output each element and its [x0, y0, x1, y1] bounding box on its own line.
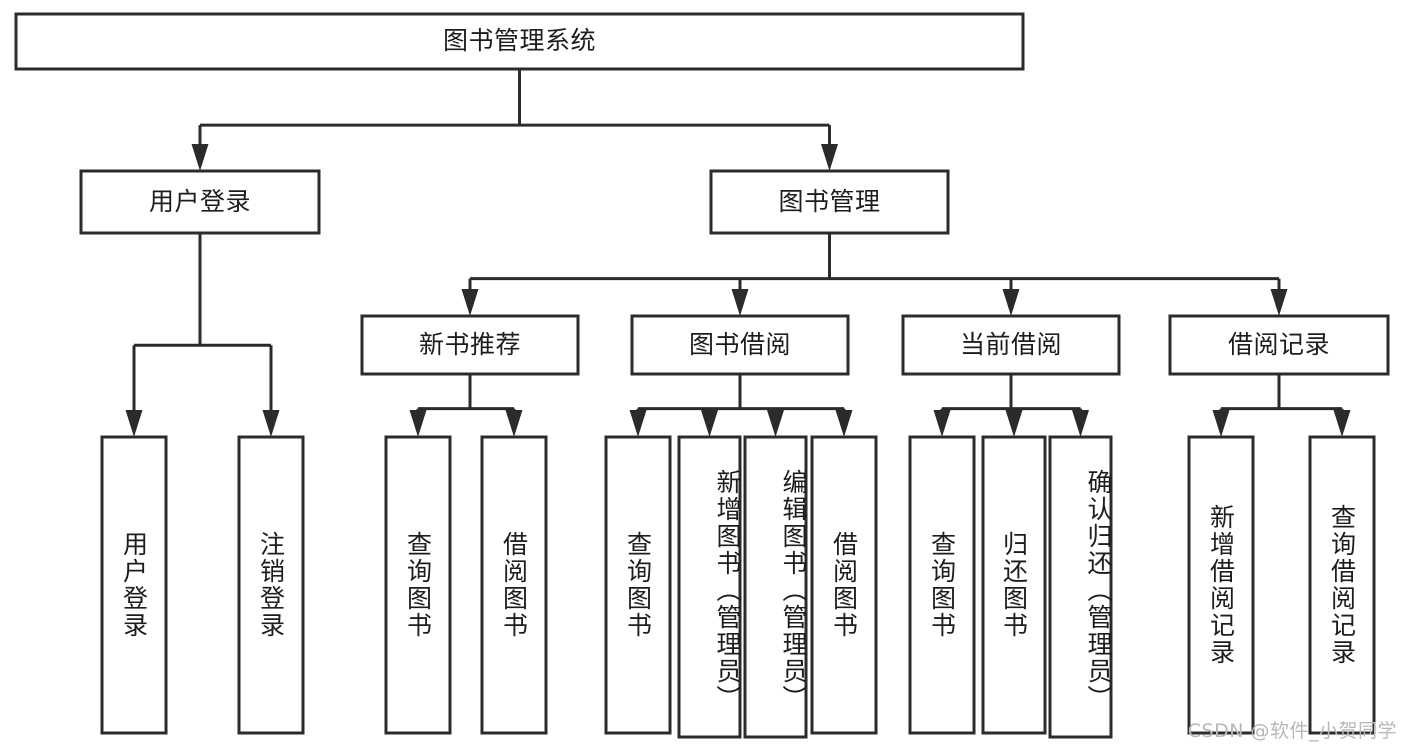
node-box-current-borrow[interactable]	[901, 314, 1121, 376]
arrowhead-icon-leaf-user-login	[125, 410, 143, 437]
node-box-leaf-add-record[interactable]	[1187, 435, 1255, 735]
arrowhead-icon-leaf-query-book	[629, 410, 647, 437]
arrowhead-icon-leaf-borrow-book-rec	[505, 410, 523, 437]
arrowhead-icon-leaf-return-book	[1005, 410, 1023, 437]
node-box-leaf-confirm-return[interactable]	[1048, 435, 1113, 739]
node-box-book-manage[interactable]	[709, 169, 950, 235]
arrowhead-icon-leaf-borrow-book	[835, 410, 853, 437]
node-box-leaf-add-book[interactable]	[677, 435, 742, 739]
node-box-leaf-borrow-book[interactable]	[810, 435, 878, 735]
watermark: CSDN @软件_小贺同学	[1187, 720, 1397, 742]
node-box-leaf-user-login[interactable]	[100, 435, 168, 735]
node-box-root[interactable]	[14, 12, 1025, 71]
node-box-leaf-query-book-rec[interactable]	[384, 435, 452, 735]
arrowhead-icon-user-login	[191, 144, 209, 171]
node-box-new-book-rec[interactable]	[360, 314, 580, 376]
node-box-leaf-query-book-cur[interactable]	[908, 435, 976, 735]
arrowhead-icon-leaf-add-book	[701, 410, 718, 437]
node-box-borrow-record[interactable]	[1168, 314, 1390, 376]
node-box-leaf-query-record[interactable]	[1308, 435, 1376, 735]
arrowhead-icon-borrow-record	[1270, 289, 1288, 316]
node-box-leaf-edit-book[interactable]	[743, 435, 808, 739]
node-box-user-login[interactable]	[79, 169, 321, 235]
node-box-leaf-borrow-book-rec[interactable]	[480, 435, 548, 735]
node-box-leaf-user-logout[interactable]	[237, 435, 305, 735]
arrowhead-icon-leaf-edit-book	[767, 410, 784, 437]
connector-layer	[125, 69, 1351, 437]
arrowhead-icon-book-manage	[821, 144, 838, 171]
arrowhead-icon-leaf-query-book-cur	[933, 410, 951, 437]
arrowhead-icon-leaf-confirm-return	[1072, 410, 1089, 437]
arrowhead-icon-leaf-query-book-rec	[409, 410, 427, 437]
box-layer	[14, 12, 1390, 739]
arrowhead-icon-current-borrow	[1002, 289, 1020, 316]
arrowhead-icon-new-book-rec	[461, 289, 479, 316]
node-box-book-borrow[interactable]	[630, 314, 850, 376]
arrowhead-icon-book-borrow	[731, 289, 749, 316]
node-box-leaf-query-book[interactable]	[604, 435, 672, 735]
arrowhead-icon-leaf-query-record	[1333, 410, 1351, 437]
arrowhead-icon-leaf-user-logout	[262, 410, 280, 437]
node-box-leaf-return-book[interactable]	[981, 435, 1047, 735]
arrowhead-icon-leaf-add-record	[1212, 410, 1230, 437]
